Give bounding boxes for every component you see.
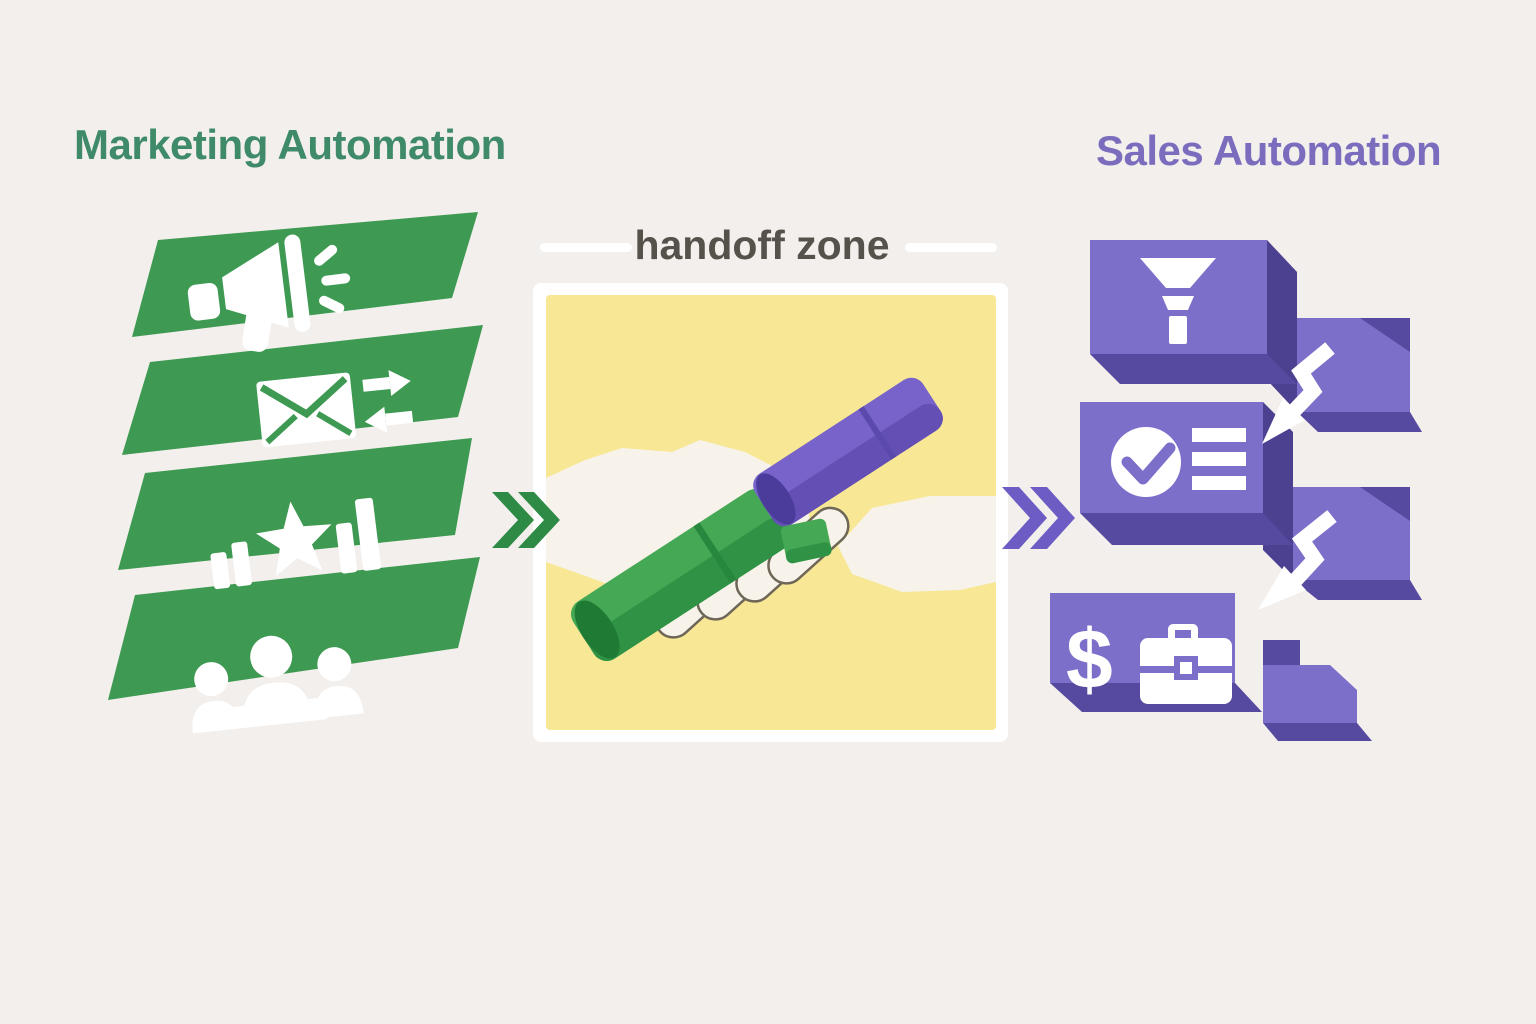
green-baton bbox=[570, 489, 792, 661]
handoff-zone-label: handoff zone bbox=[634, 222, 890, 268]
purple-baton bbox=[753, 377, 943, 527]
email-sync-icon bbox=[256, 370, 414, 448]
baton-pass-scene bbox=[546, 377, 996, 661]
handoff-dash-right bbox=[905, 243, 997, 252]
checklist-icon bbox=[1111, 427, 1246, 497]
connector-2-extrusion bbox=[1293, 580, 1422, 600]
double-chevron-right-purple bbox=[1002, 487, 1075, 549]
banner-analytics bbox=[118, 438, 472, 570]
slab-c-step bbox=[1263, 640, 1300, 665]
slab-c-stub-face bbox=[1263, 665, 1357, 723]
connector-2-bevel bbox=[1360, 487, 1410, 521]
slab-a-wall bbox=[1267, 240, 1297, 412]
handoff-zone-group bbox=[533, 243, 1008, 742]
dollar-briefcase-icon: $ bbox=[1066, 612, 1232, 706]
rating-analytics-icon bbox=[210, 497, 381, 590]
sales-automation-title: Sales Automation bbox=[1096, 127, 1442, 174]
slab-b-extrusion bbox=[1080, 513, 1293, 545]
handoff-dash-left bbox=[540, 243, 632, 252]
team-icon bbox=[192, 635, 364, 734]
funnel-icon bbox=[1140, 258, 1216, 344]
zigzag-arrow-1 bbox=[1262, 342, 1335, 444]
megaphone-icon bbox=[187, 234, 351, 352]
double-chevron-right-green bbox=[492, 492, 560, 548]
dollar-sign: $ bbox=[1066, 612, 1113, 706]
connector-1-bevel bbox=[1360, 318, 1410, 352]
slab-c-stub-extrusion bbox=[1263, 723, 1372, 741]
slab-a-extrusion bbox=[1090, 354, 1297, 384]
baton-fragment bbox=[780, 518, 832, 564]
sales-blocks-group: $ bbox=[1050, 240, 1422, 741]
connector-1-extrusion bbox=[1297, 412, 1422, 432]
banner-team bbox=[108, 557, 480, 700]
marketing-automation-title: Marketing Automation bbox=[74, 121, 506, 168]
zigzag-arrow-2 bbox=[1258, 510, 1337, 610]
marketing-banner-group bbox=[108, 212, 483, 734]
right-arm bbox=[838, 496, 996, 592]
